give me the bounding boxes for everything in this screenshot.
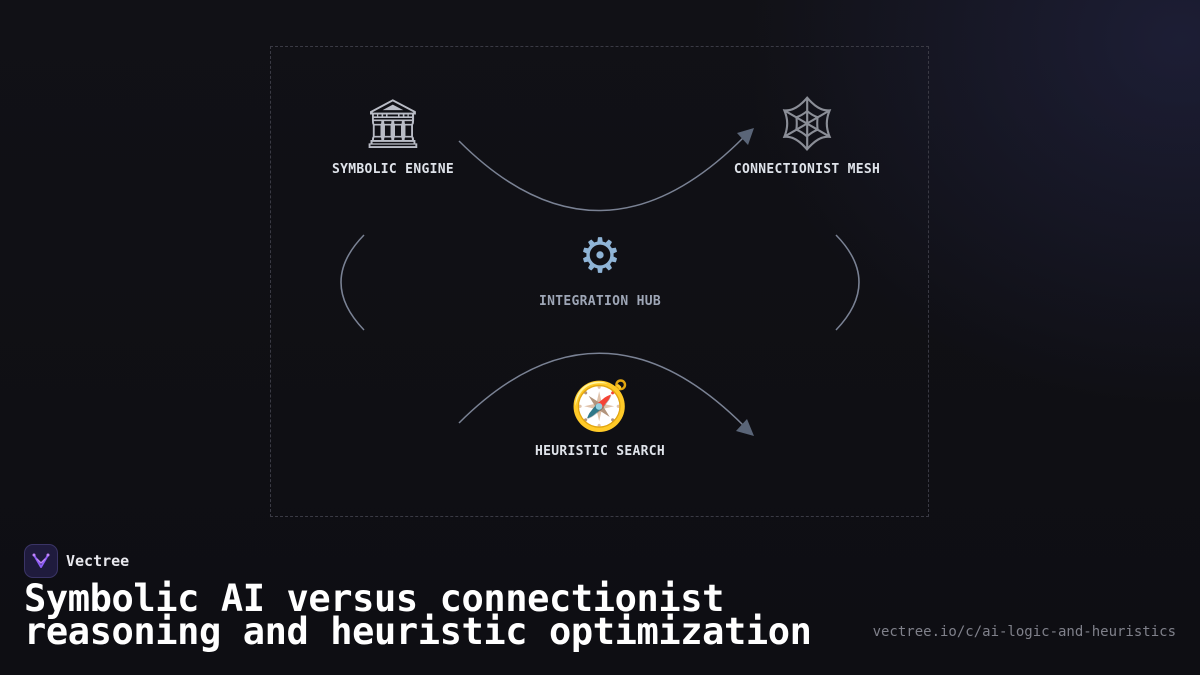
page-url[interactable]: vectree.io/c/ai-logic-and-heuristics <box>872 624 1176 640</box>
spider-web-icon: 🕸 <box>772 92 842 155</box>
compass-icon: 🧭 <box>570 378 630 434</box>
vectree-logo-icon <box>24 544 58 578</box>
brand[interactable]: Vectree <box>24 544 129 578</box>
node-label-connectionist-mesh: CONNECTIONIST MESH <box>733 162 881 177</box>
vectree-logo-mark <box>32 553 50 568</box>
diagram-frame <box>270 46 929 517</box>
node-connectionist-mesh: 🕸 CONNECTIONIST MESH <box>687 92 927 178</box>
page-title: Symbolic AI versus connectionist reasoni… <box>24 577 864 653</box>
node-label-integration-hub: INTEGRATION HUB <box>539 294 661 309</box>
node-heuristic-search: 🧭 HEURISTIC SEARCH <box>480 378 720 459</box>
node-label-symbolic-engine: SYMBOLIC ENGINE <box>332 162 454 177</box>
node-symbolic-engine: 🏛 SYMBOLIC ENGINE <box>273 96 513 177</box>
gear-icon: ⚙ <box>578 228 622 284</box>
brand-name: Vectree <box>66 552 130 570</box>
node-label-heuristic-search: HEURISTIC SEARCH <box>534 444 666 459</box>
page-title-line-2: reasoning and heuristic optimization <box>24 610 812 653</box>
classical-building-icon: 🏛 <box>362 96 424 152</box>
page-title-line-1: Symbolic AI versus connectionist <box>24 577 725 620</box>
node-integration-hub: ⚙ INTEGRATION HUB <box>480 228 720 309</box>
